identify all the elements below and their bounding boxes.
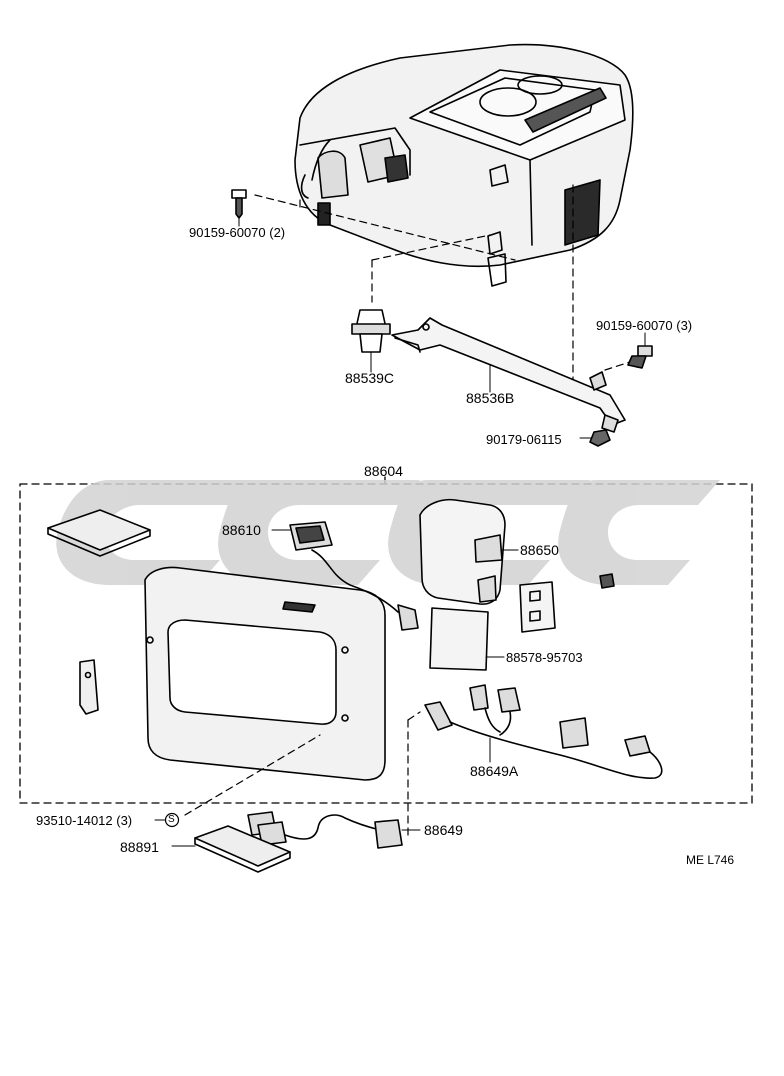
label-screw-right: 90159-60070 (3) bbox=[596, 318, 693, 333]
harness-88649a bbox=[424, 684, 663, 779]
harness-88649 bbox=[247, 811, 421, 849]
pad-upper bbox=[47, 509, 151, 557]
label-harness: 88649 bbox=[424, 822, 463, 838]
lamp-housing-panel bbox=[144, 566, 386, 781]
label-switch: 88610 bbox=[222, 522, 261, 538]
label-relay: 88650 bbox=[520, 542, 559, 558]
label-pad: 88891 bbox=[120, 839, 159, 855]
s-mark bbox=[154, 812, 180, 828]
label-screw-top: 90159-60070 (2) bbox=[189, 225, 286, 240]
clip bbox=[79, 659, 99, 715]
nut-90179 bbox=[579, 429, 611, 447]
lower-dashed-lines bbox=[184, 711, 421, 836]
screw-90159-right bbox=[627, 332, 653, 369]
label-plate: 88578-95703 bbox=[506, 650, 583, 665]
mount-bracket bbox=[519, 573, 615, 633]
upper-dashed-lines bbox=[254, 184, 631, 381]
label-s-mark: S bbox=[168, 814, 175, 825]
label-assembly: 88604 bbox=[364, 463, 403, 479]
reference-code: ME L746 bbox=[686, 853, 735, 867]
switch-88610 bbox=[271, 521, 419, 631]
label-harness-a: 88649A bbox=[470, 763, 519, 779]
screw-90159-top bbox=[231, 189, 247, 227]
pad-88891 bbox=[171, 825, 291, 873]
plate-88578 bbox=[429, 607, 505, 671]
label-bulb-socket: 88539C bbox=[345, 370, 395, 386]
bracket-88536b bbox=[391, 317, 626, 433]
console-unit bbox=[294, 43, 634, 287]
bulb-socket-88539c bbox=[351, 309, 391, 373]
label-bracket: 88536B bbox=[466, 390, 515, 406]
label-nut: 90179-06115 bbox=[486, 432, 562, 447]
watermark bbox=[56, 480, 720, 585]
relay-88650 bbox=[419, 498, 519, 605]
label-screw-bottom: 93510-14012 (3) bbox=[36, 813, 133, 828]
